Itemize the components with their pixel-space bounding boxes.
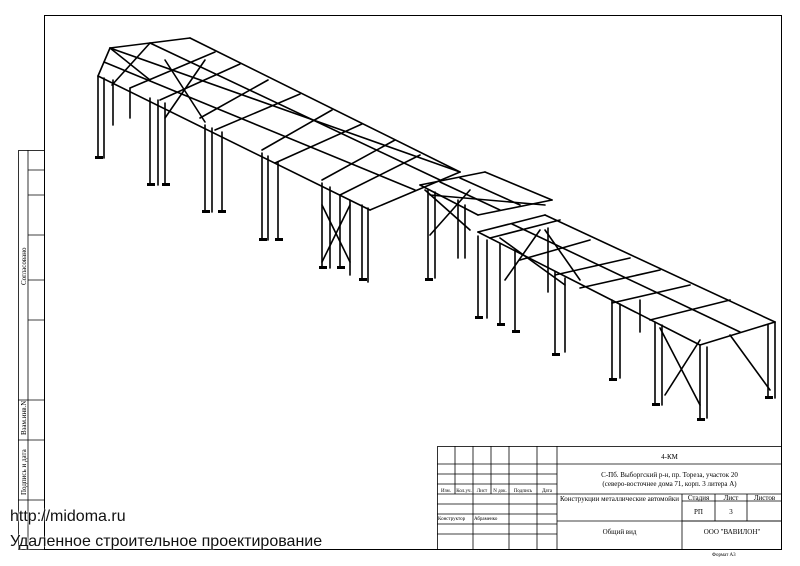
col-koluch: Кол.уч. [456, 489, 472, 494]
sheet-value: 3 [729, 508, 733, 516]
col-list: Лист [476, 489, 488, 494]
stage-value: РП [694, 508, 703, 516]
watermark-url: http://midoma.ru [10, 508, 126, 525]
sign-date-label: Подпись и дата [20, 449, 28, 495]
sheet-header: Лист [723, 494, 739, 502]
title-block [437, 446, 782, 550]
approval-strip [18, 150, 45, 550]
col-data: Дата [542, 489, 552, 494]
col-izm: Изм. [441, 489, 451, 494]
col-podpis: Подпись [513, 489, 533, 494]
address-line2: (северо-восточнее дома 71, корп. 3 литер… [602, 480, 737, 488]
format-label: Формат А3 [712, 553, 736, 558]
doc-code: 4-КМ [661, 453, 678, 461]
company-name: ООО "ВАВИЛОН" [703, 528, 761, 536]
stage-header: Стадия [687, 494, 710, 502]
sheet-title: Общий вид [602, 528, 637, 536]
watermark-tagline: Удаленное строительное проектирование [10, 533, 323, 550]
agreed-label: Согласовано [20, 247, 28, 285]
object-name: Конструкции металлические автомойки [559, 495, 679, 503]
inv-replace-label: Взам.инв.N [20, 400, 28, 435]
person-name: Абраменко [474, 517, 498, 522]
col-ndok: N док. [493, 489, 507, 494]
role-label: Конструктор [438, 517, 466, 522]
sheets-header: Листов [753, 494, 776, 502]
address-line1: С-Пб. Выборгский р-н, пр. Тореза, участо… [601, 471, 738, 479]
